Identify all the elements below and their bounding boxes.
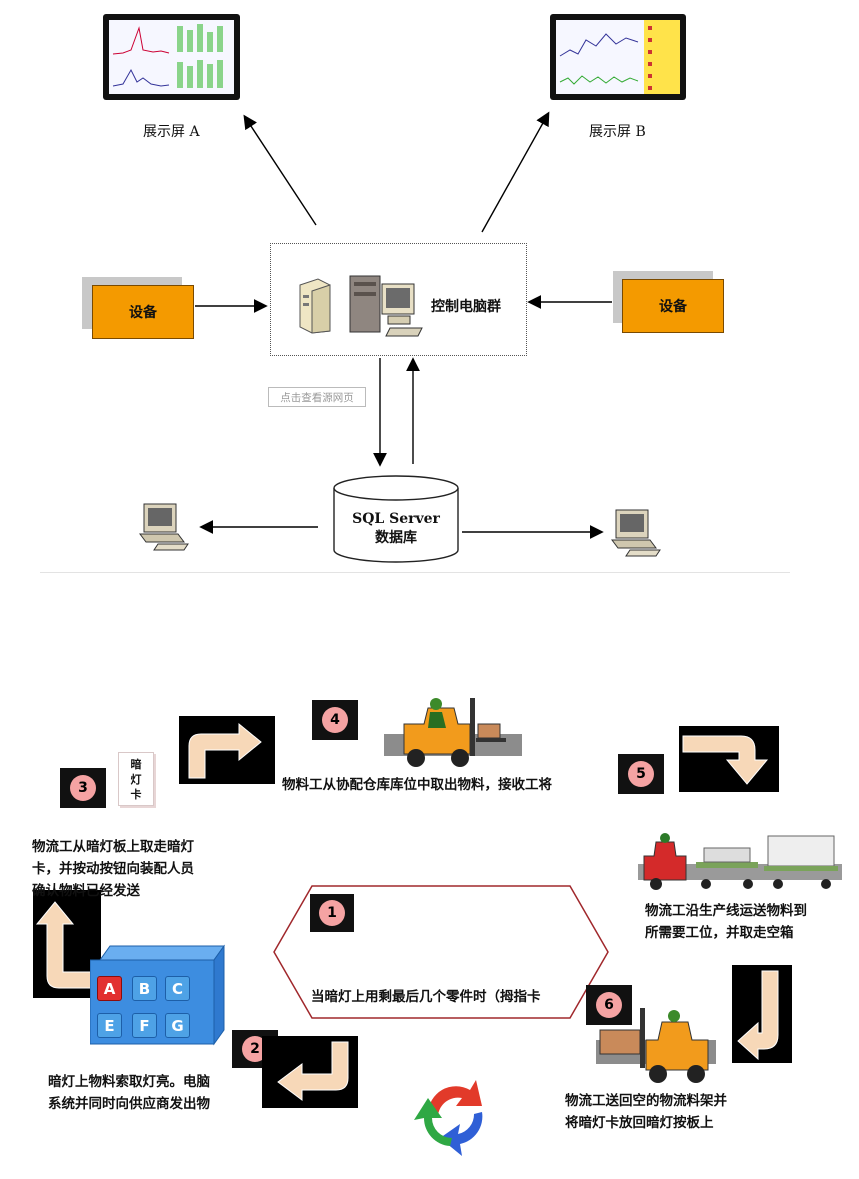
tow-train-icon	[638, 833, 842, 890]
view-source-watermark[interactable]: 点击查看源网页	[268, 387, 366, 407]
top-connectors	[195, 111, 612, 539]
left-device-box: 设备	[92, 285, 194, 339]
screen-a-chart-icon	[109, 20, 234, 94]
step-badge-1: 1	[310, 894, 354, 932]
database-label: SQL Server 数据库	[330, 510, 462, 548]
database-caption: 数据库	[375, 530, 417, 546]
step6-text: 物流工送回空的物流料架并 将暗灯卡放回暗灯按板上	[565, 1093, 727, 1131]
andon-card-char: 灯	[130, 773, 142, 786]
database-cylinder-icon	[333, 475, 459, 563]
turn-left-arrow-icon	[277, 1041, 349, 1101]
step5-text: 物流工沿生产线运送物料到 所需要工位，并取走空箱	[645, 903, 807, 941]
return-forklift-icon	[596, 1008, 716, 1083]
turn-down-arrow-icon	[682, 735, 769, 785]
step3-text: 物流工从暗灯板上取走暗灯 卡，并按动按钮向装配人员 确认物料已经发送	[32, 839, 194, 899]
andon-key: B	[132, 976, 157, 1001]
turn-down-left-arrow-icon	[737, 970, 779, 1061]
arrow-tile-down-turn	[679, 726, 779, 792]
left-device-label: 设备	[129, 305, 157, 321]
computer-cluster-icon	[349, 275, 423, 337]
client-pc-right-icon	[611, 509, 661, 557]
arrow-tile-right-turn	[179, 716, 275, 784]
andon-card-char: 卡	[130, 788, 142, 801]
step2-text: 暗灯上物料索取灯亮。电脑 系统并同时向供应商发出物	[48, 1074, 210, 1112]
client-pc-left-icon	[139, 503, 189, 551]
andon-key: F	[132, 1013, 157, 1038]
server-tower-icon	[299, 278, 331, 334]
center-hexagon	[273, 885, 609, 1019]
andon-key: A	[97, 976, 122, 1001]
arrow-tile-down-left-turn	[732, 965, 792, 1063]
andon-key: E	[97, 1013, 122, 1038]
right-device-label: 设备	[659, 299, 687, 315]
screen-b-caption: 展示屏 B	[589, 124, 646, 140]
screen-a-caption: 展示屏 A	[143, 124, 200, 140]
section-divider	[40, 572, 790, 573]
database-name: SQL Server	[352, 511, 440, 527]
step-badge-3: 3	[60, 768, 106, 808]
andon-key: C	[165, 976, 190, 1001]
display-screen-b	[550, 14, 686, 100]
step-badge-6: 6	[586, 985, 632, 1025]
step4-text: 物料工从协配仓库库位中取出物料，接收工将	[282, 777, 552, 793]
display-screen-a	[103, 14, 240, 100]
cycle-arrows-icon	[414, 1080, 483, 1156]
step-badge-4: 4	[312, 700, 358, 740]
step1-text: 当暗灯上用剩最后几个零件时（拇指卡	[311, 989, 541, 1005]
turn-up-arrow-icon	[35, 901, 96, 989]
andon-card: 暗 灯 卡	[118, 752, 154, 806]
cluster-label: 控制电脑群	[431, 299, 501, 315]
forklift-icon	[384, 698, 522, 767]
andon-card-char: 暗	[130, 758, 142, 771]
right-device-box: 设备	[622, 279, 724, 333]
step-badge-5: 5	[618, 754, 664, 794]
screen-b-chart-icon	[556, 20, 680, 94]
arrow-tile-left-turn	[262, 1036, 358, 1108]
andon-key: G	[165, 1013, 190, 1038]
turn-right-arrow-icon	[188, 722, 262, 779]
control-cluster-box: 控制电脑群	[270, 243, 527, 356]
